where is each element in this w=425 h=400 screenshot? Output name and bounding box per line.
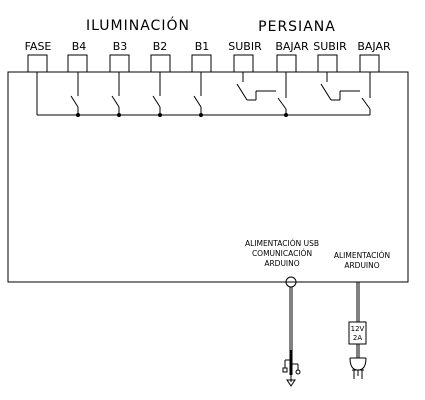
terminal-block-bajar-2 (359, 54, 380, 73)
terminal-label-b1: B1 (195, 40, 210, 53)
terminal-label-b2: B2 (153, 40, 168, 53)
blinds-heading: PERSIANA (258, 19, 336, 35)
usb-port-label-line3: ARDUINO (264, 259, 299, 268)
power-input-label-line1: ALIMENTACIÓN (334, 251, 390, 260)
terminal-label-subir-2: SUBIR (313, 40, 347, 53)
phase-bus (36, 72, 370, 116)
power-input-label-line2: ARDUINO (344, 261, 379, 270)
terminal-block-subir-1 (233, 54, 254, 73)
blind-1-relay-interlock (236, 72, 288, 117)
usb-port-icon (285, 276, 297, 288)
usb-symbol-icon (282, 350, 301, 387)
terminal-label-subir-1: SUBIR (228, 40, 262, 53)
relay-switch-b2 (152, 72, 162, 117)
controller-enclosure (7, 71, 409, 283)
power-adapter-box (348, 321, 367, 345)
terminal-block-bajar-1 (276, 54, 297, 73)
terminal-block-b2 (150, 54, 171, 73)
adapter-current: 2A (353, 334, 362, 342)
usb-port-label-line1: ALIMENTACIÓN USB (245, 239, 319, 248)
terminal-block-b4 (67, 54, 88, 73)
terminal-label-b4: B4 (72, 40, 87, 53)
blind-2-relay-interlock (320, 72, 371, 115)
terminal-block-fase (27, 54, 48, 73)
lighting-heading: ILUMINACIÓN (86, 16, 190, 34)
terminal-label-b3: B3 (113, 40, 128, 53)
terminal-block-b1 (191, 54, 212, 73)
terminal-label-bajar-1: BAJAR (275, 40, 309, 53)
terminal-label-bajar-2: BAJAR (357, 40, 391, 53)
usb-port-label-line2: COMUNICACIÓN (252, 249, 312, 258)
terminal-block-subir-2 (317, 54, 338, 73)
power-plug-icon (349, 357, 367, 379)
relay-switch-b1 (193, 72, 203, 117)
relay-switch-b3 (111, 72, 121, 117)
adapter-voltage: 12V (351, 325, 365, 333)
terminal-label-fase: FASE (25, 40, 52, 53)
relay-switch-b4 (70, 72, 80, 117)
terminal-block-b3 (109, 54, 130, 73)
power-cable (356, 282, 360, 358)
